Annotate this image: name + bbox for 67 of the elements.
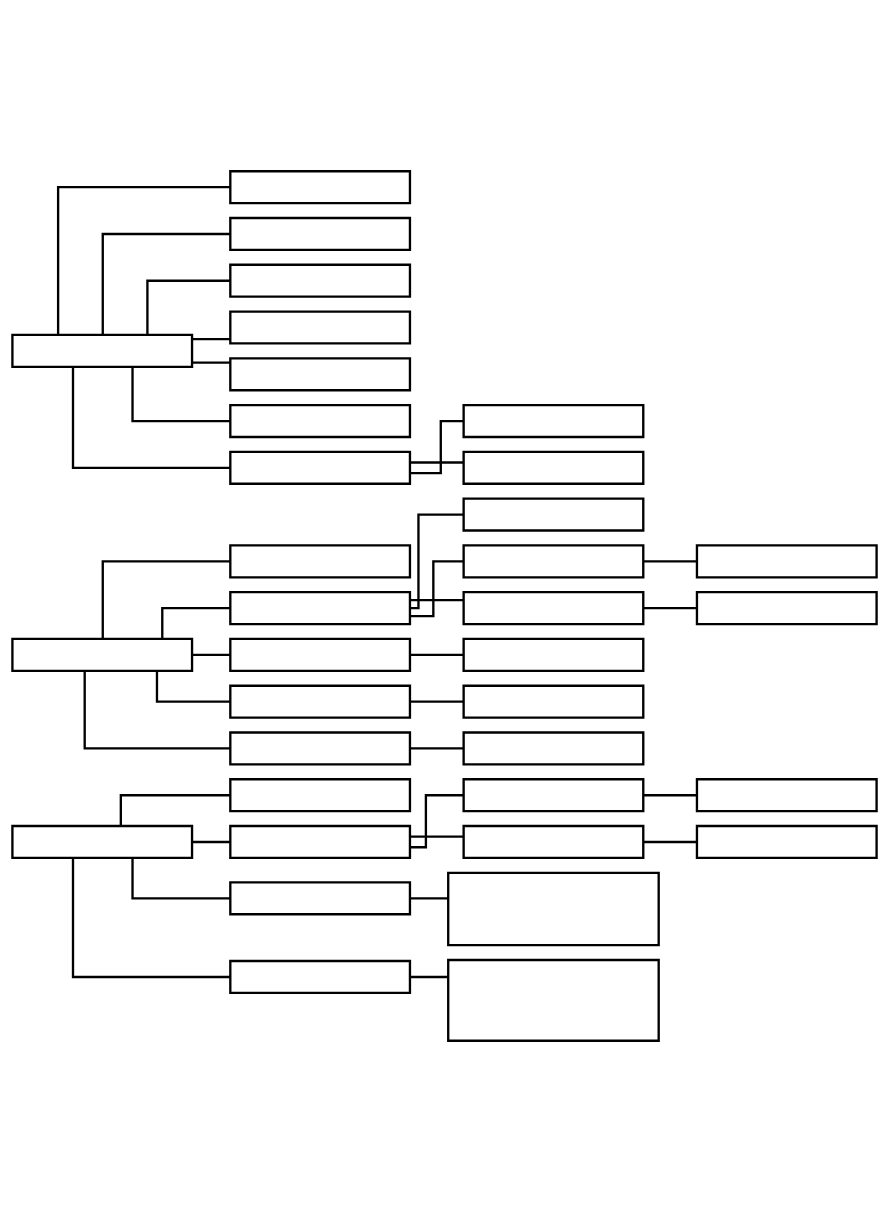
node-box <box>462 730 645 766</box>
node-box <box>229 959 412 994</box>
connector <box>643 793 697 796</box>
node-box <box>229 309 412 345</box>
connector <box>101 559 231 639</box>
connector <box>192 337 231 340</box>
connector <box>643 559 697 563</box>
connector <box>410 559 464 617</box>
node-box <box>695 543 878 578</box>
connector <box>410 746 464 750</box>
node-box <box>695 590 878 625</box>
node-box <box>462 403 645 438</box>
connector <box>155 670 230 703</box>
connector <box>101 232 231 335</box>
connector <box>192 653 231 656</box>
node-box <box>11 333 194 368</box>
node-box <box>462 684 645 719</box>
connector <box>83 670 231 750</box>
node-box <box>229 824 412 859</box>
node-box <box>229 777 412 812</box>
connector <box>643 840 697 843</box>
connector <box>192 360 231 364</box>
connector <box>410 598 464 601</box>
node-box <box>447 958 660 1042</box>
connector <box>410 653 464 656</box>
connector <box>410 793 464 848</box>
node-box <box>229 263 412 298</box>
node-box <box>11 824 194 859</box>
node-box <box>229 403 412 438</box>
node-box <box>11 637 194 672</box>
node-box <box>695 777 878 812</box>
node-box <box>229 590 412 625</box>
connector <box>119 793 231 826</box>
node-box <box>229 730 412 766</box>
connector <box>410 975 449 978</box>
connector <box>410 460 464 464</box>
node-box <box>229 450 412 485</box>
node-box <box>229 637 412 672</box>
node-box <box>462 637 645 672</box>
connector <box>410 835 464 838</box>
connector <box>146 279 231 335</box>
connector <box>131 857 231 899</box>
connector <box>643 606 697 609</box>
node-box <box>229 543 412 578</box>
connector <box>410 419 464 474</box>
connector <box>410 700 464 703</box>
node-box <box>229 356 412 391</box>
connector <box>161 606 231 639</box>
node-box <box>462 450 645 485</box>
connector <box>71 857 231 978</box>
node-box <box>229 169 412 204</box>
node-box <box>462 590 645 625</box>
connector <box>192 840 231 843</box>
connector <box>131 366 231 422</box>
node-box <box>229 216 412 251</box>
node-box <box>462 543 645 578</box>
node-box <box>462 824 645 859</box>
node-box <box>462 496 645 532</box>
connector <box>71 366 231 469</box>
connector <box>410 896 449 899</box>
node-box <box>229 880 412 915</box>
node-box <box>447 871 660 946</box>
connector <box>410 512 464 609</box>
node-box <box>695 824 878 859</box>
node-box <box>229 684 412 719</box>
connector <box>56 185 230 335</box>
node-box <box>462 777 645 812</box>
